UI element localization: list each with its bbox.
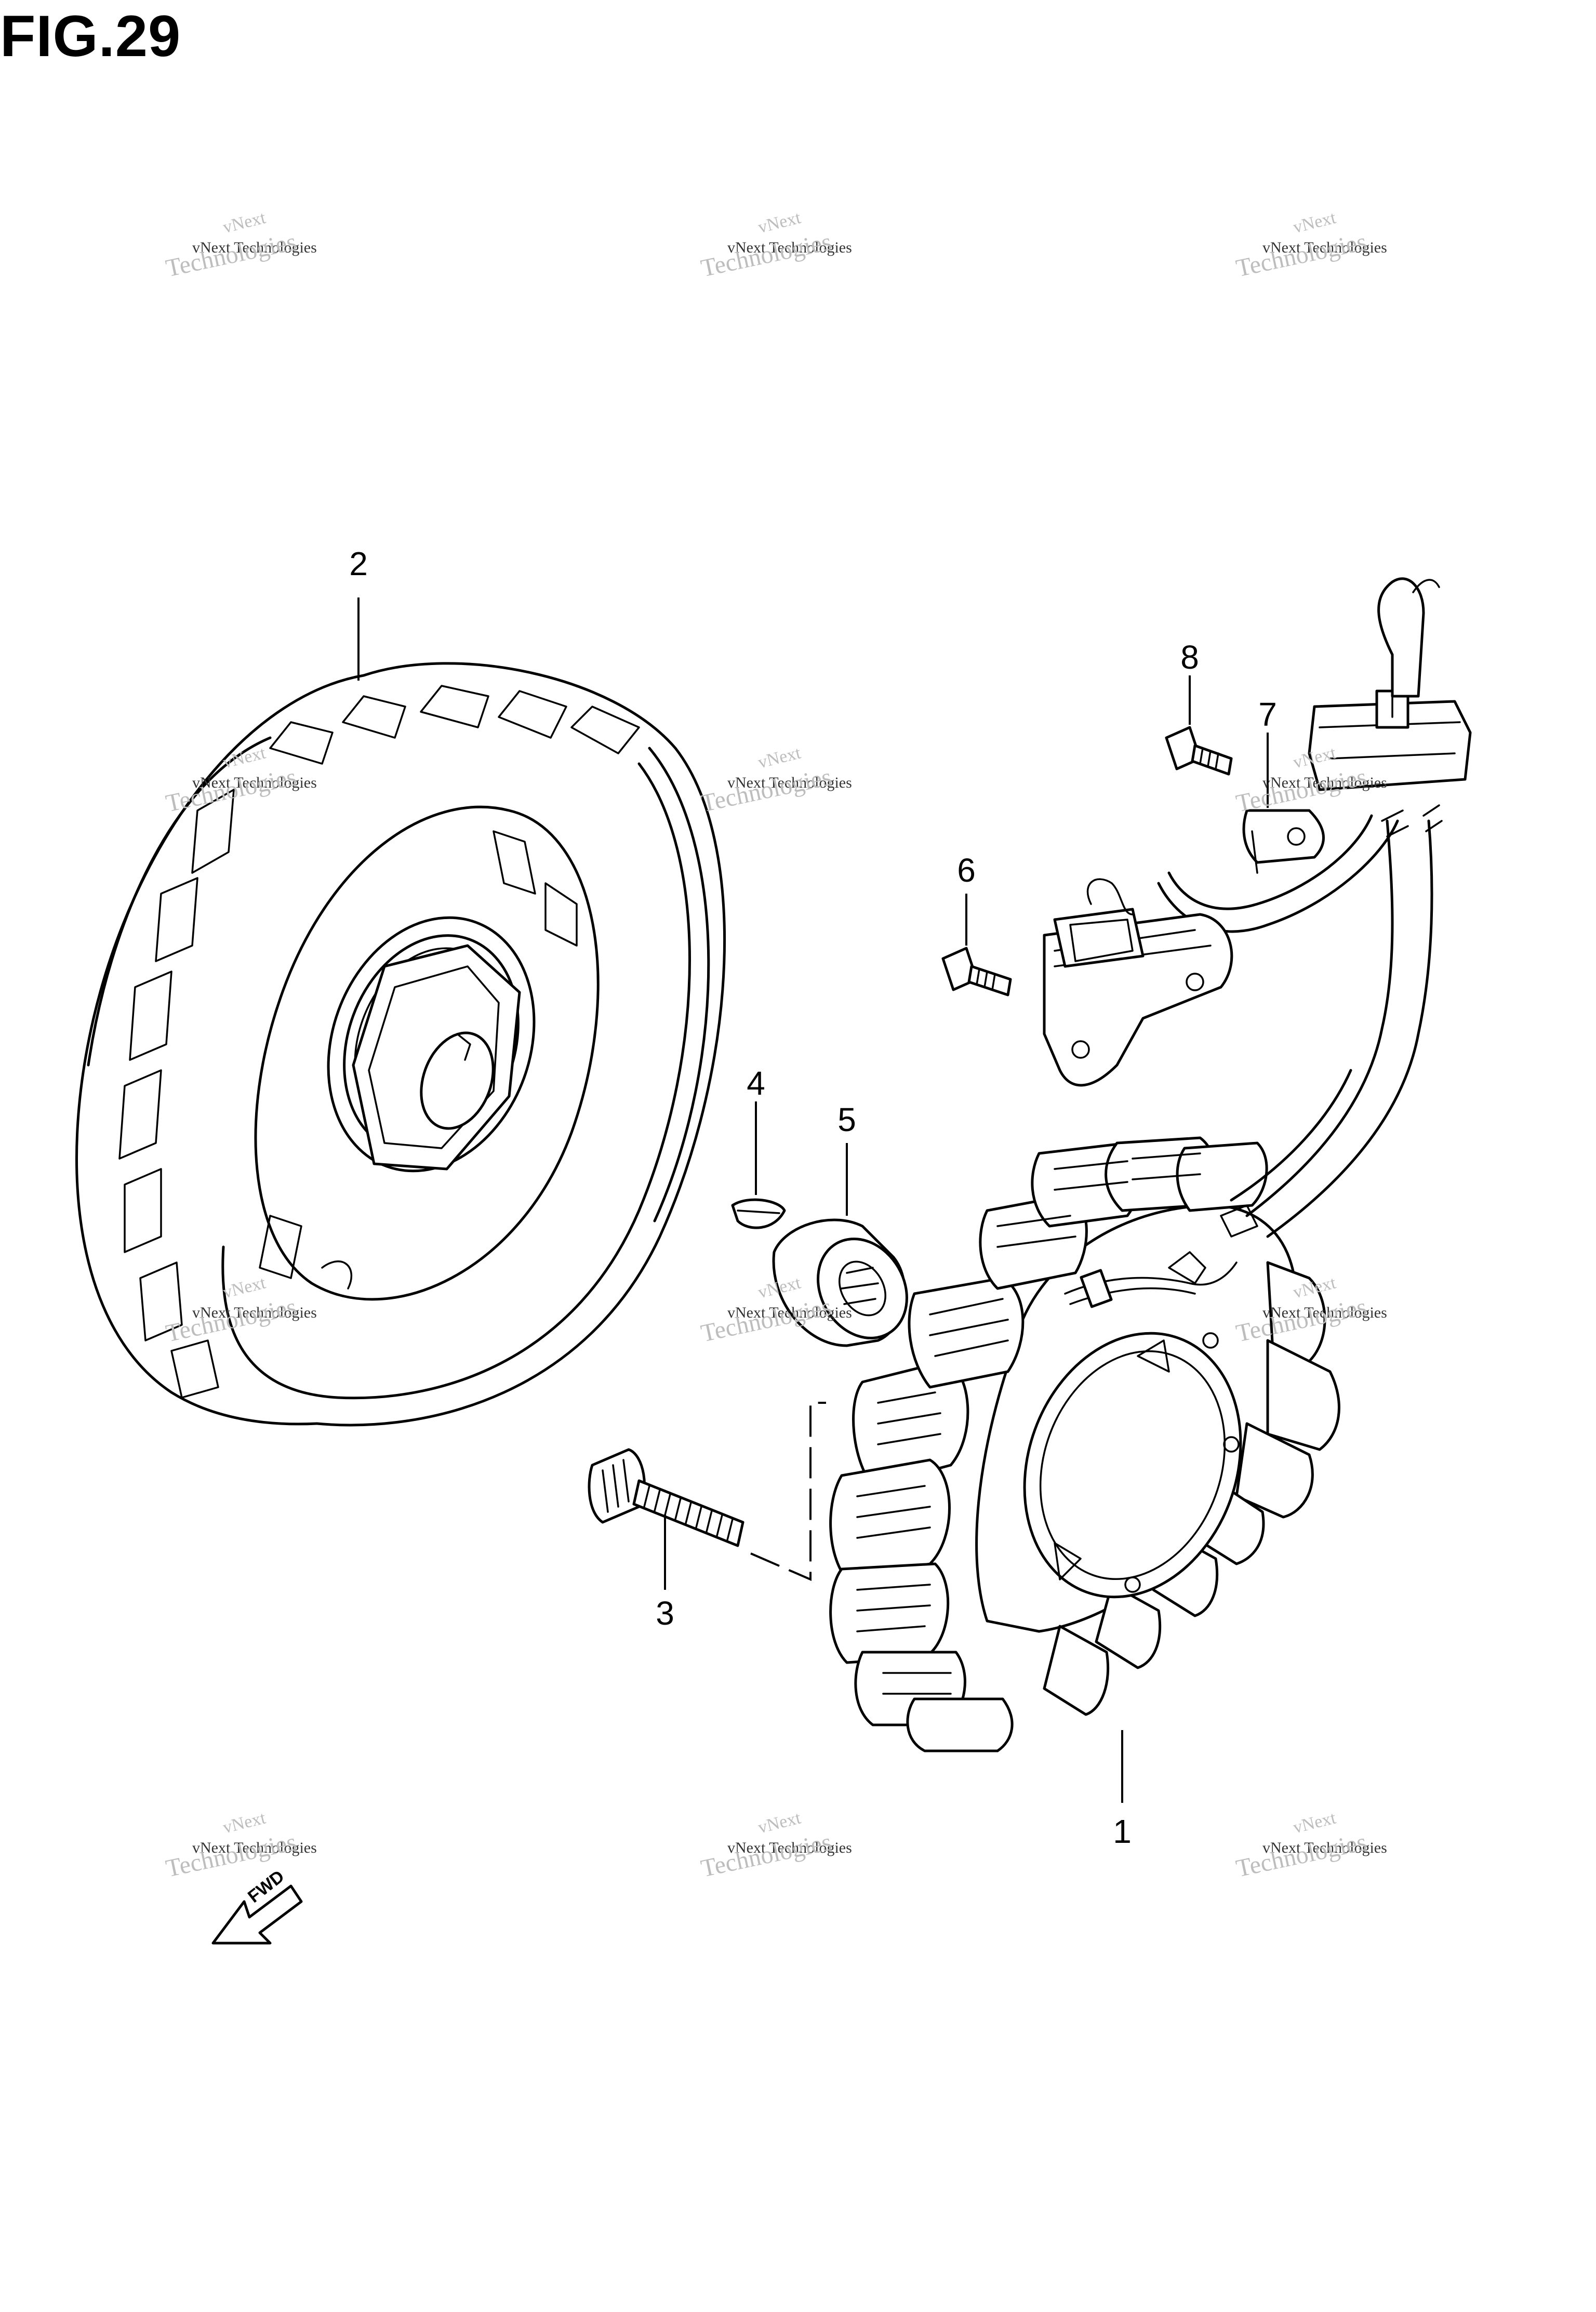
fwd-arrow-icon — [211, 1884, 303, 1945]
callout-3: 3 — [656, 1595, 674, 1632]
wire-harness — [1157, 577, 1472, 1238]
bolt-part-3 — [588, 1448, 744, 1547]
callout-6: 6 — [957, 852, 976, 889]
figure-title: FIG.29 — [0, 4, 181, 69]
pickup-coil-assembly — [1043, 878, 1233, 1087]
callout-1: 1 — [1113, 1813, 1132, 1850]
key-part-4 — [731, 1198, 786, 1229]
callout-4: 4 — [747, 1065, 765, 1102]
bolt-part-8 — [1165, 726, 1233, 776]
callout-5: 5 — [837, 1101, 856, 1138]
assembly-dashed-line — [750, 1402, 826, 1582]
callout-8: 8 — [1180, 639, 1199, 676]
spacer-part-5 — [772, 1218, 908, 1347]
clamp-plate-part-7 — [1242, 809, 1325, 874]
stator-part-1 — [829, 1136, 1340, 1752]
callout-7: 7 — [1258, 696, 1277, 733]
callout-2: 2 — [349, 545, 368, 582]
bolt-part-6 — [941, 947, 1012, 996]
rotor-flywheel-part-2 — [75, 662, 726, 1427]
